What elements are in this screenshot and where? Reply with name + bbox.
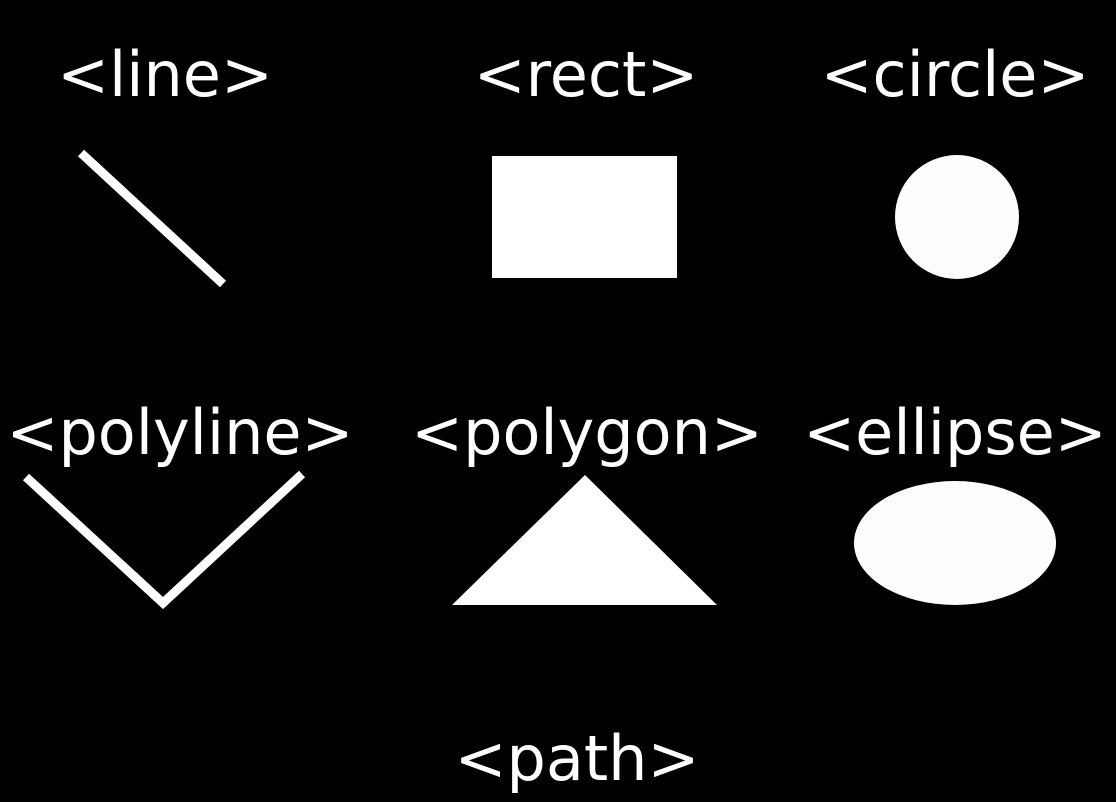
line-label: <line> [57, 38, 273, 111]
ellipse-shape [854, 481, 1056, 605]
line-shape [77, 149, 227, 288]
path-label: <path> [454, 722, 700, 795]
polyline-shape [22, 470, 306, 610]
rect-label: <rect> [473, 38, 699, 111]
circle-label: <circle> [820, 38, 1090, 111]
ellipse-label: <ellipse> [803, 396, 1107, 469]
polygon-label: <polygon> [411, 396, 763, 469]
polyline-label: <polyline> [6, 396, 354, 469]
rect-shape [492, 156, 677, 278]
circle-shape [895, 155, 1019, 279]
polygon-shape [452, 475, 717, 605]
